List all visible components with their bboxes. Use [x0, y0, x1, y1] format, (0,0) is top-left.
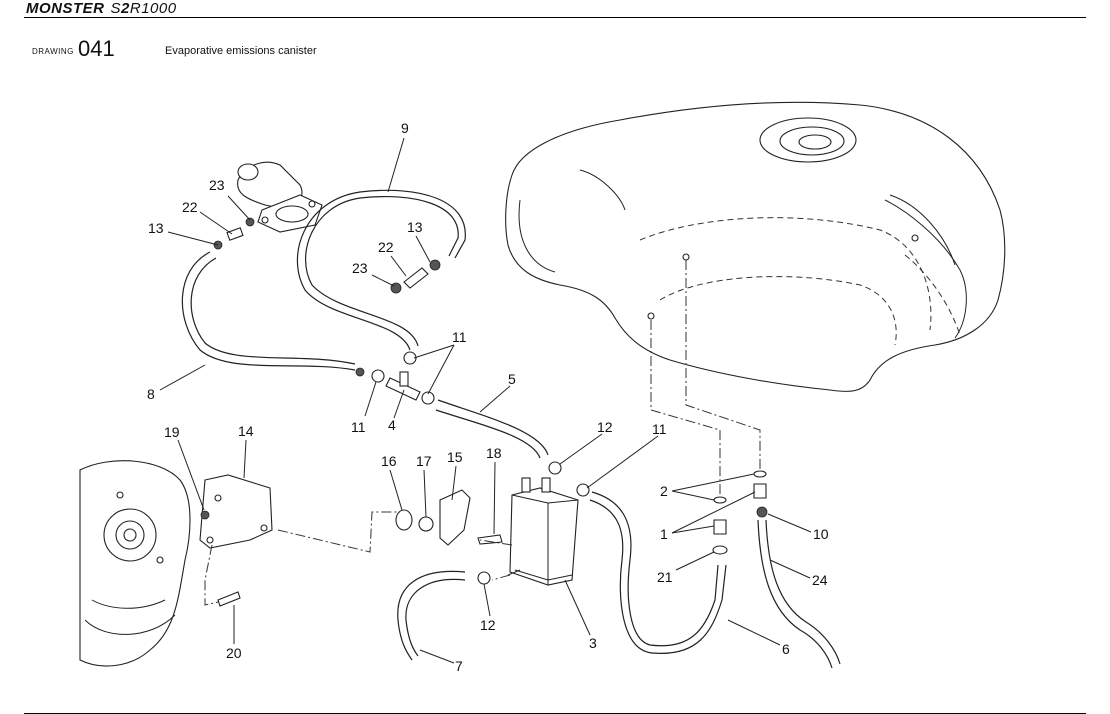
drawing-label: DRAWING — [32, 47, 74, 56]
header-rule — [24, 17, 1086, 18]
callout-12: 12 — [480, 617, 496, 633]
canister-3 — [507, 477, 579, 586]
drawing-title: Evaporative emissions canister — [165, 45, 317, 57]
callout-3: 3 — [589, 635, 597, 651]
callout-9: 9 — [401, 120, 409, 136]
fittings-left-column — [712, 496, 728, 555]
callout-15: 15 — [447, 449, 463, 465]
brand-name: MONSTER — [26, 0, 105, 17]
callout-2: 2 — [660, 483, 668, 499]
hose-9 — [296, 189, 466, 351]
callout-14: 14 — [238, 423, 254, 439]
callout-22: 22 — [378, 239, 394, 255]
callout-8: 8 — [147, 386, 155, 402]
fittings-right-column — [753, 470, 768, 518]
model-prefix: S — [110, 0, 122, 17]
clamp-12-bottom — [477, 571, 491, 585]
callout-10: 10 — [813, 526, 829, 542]
t-piece-4 — [385, 371, 421, 401]
callout-21: 21 — [657, 569, 673, 585]
clamps-11 — [355, 351, 435, 405]
callout-18: 18 — [486, 445, 502, 461]
callout-11: 11 — [351, 419, 366, 435]
leader-tank-left — [650, 320, 721, 500]
callout-labels: 13 22 23 8 9 13 22 23 11 11 4 5 12 11 2 … — [147, 120, 829, 674]
bracket-parts — [395, 489, 503, 546]
leader-bracket — [277, 511, 400, 553]
hose-6 — [591, 491, 719, 647]
fitting-middle — [390, 259, 441, 294]
engine-casing — [79, 460, 210, 667]
callout-20: 20 — [226, 645, 242, 661]
leader-tank-right — [685, 260, 761, 470]
hose-8 — [181, 251, 356, 371]
callout-17: 17 — [416, 453, 432, 469]
model-suffix: R1000 — [129, 0, 177, 17]
brand-title: MONSTER S2R1000 — [26, 0, 177, 17]
callout-19: 19 — [164, 424, 180, 440]
bolt-20 — [217, 591, 241, 607]
callout-23: 23 — [352, 260, 368, 276]
callout-13: 13 — [148, 220, 164, 236]
callout-1: 1 — [660, 526, 668, 542]
callout-11: 11 — [652, 421, 667, 437]
fuel-tank — [505, 101, 1006, 392]
clamp-12-top — [548, 461, 562, 475]
page-header: MONSTER S2R1000 — [0, 0, 1110, 20]
fitting-upper-left — [213, 217, 255, 250]
drawing-number: 041 — [78, 36, 115, 61]
callout-13: 13 — [407, 219, 423, 235]
hose-5 — [437, 399, 549, 456]
hose-24 — [757, 519, 833, 669]
clamp-11-right — [576, 483, 590, 497]
model-bold: 2 — [121, 0, 130, 17]
callout-7: 7 — [455, 658, 463, 674]
callout-23: 23 — [209, 177, 225, 193]
callout-6: 6 — [782, 641, 790, 657]
callout-4: 4 — [388, 417, 396, 433]
model-name: S2R1000 — [111, 0, 177, 17]
bracket-14 — [199, 474, 273, 549]
callout-5: 5 — [508, 371, 516, 387]
hose-7 — [397, 570, 466, 661]
intake-boot — [237, 161, 323, 233]
callout-22: 22 — [182, 199, 198, 215]
callout-24: 24 — [812, 572, 828, 588]
callout-11: 11 — [452, 329, 467, 345]
callout-leaders — [159, 137, 812, 664]
callout-12: 12 — [597, 419, 613, 435]
callout-16: 16 — [381, 453, 397, 469]
